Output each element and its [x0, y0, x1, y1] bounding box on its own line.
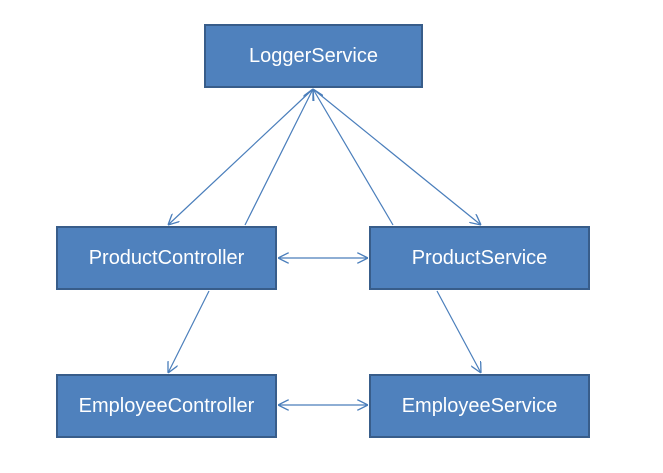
employee-controller-label: EmployeeController	[78, 394, 255, 417]
edge-logger-to-productcontroller	[168, 88, 314, 225]
product-service-node: ProductService	[369, 226, 590, 290]
edge-productservice-to-logger	[313, 89, 394, 226]
product-controller-label: ProductController	[88, 246, 245, 269]
product-controller-node: ProductController	[56, 226, 277, 290]
employee-service-label: EmployeeService	[401, 394, 558, 417]
employee-service-node: EmployeeService	[369, 374, 590, 438]
logger-service-label: LoggerService	[249, 44, 378, 67]
edge-productcontroller-to-employeecontroller	[168, 290, 210, 373]
edge-logger-to-productservice	[312, 88, 481, 225]
logger-service-node: LoggerService	[204, 24, 423, 88]
product-service-label: ProductService	[411, 246, 548, 269]
employee-controller-node: EmployeeController	[56, 374, 277, 438]
edge-productcontroller-to-logger	[244, 89, 313, 226]
edge-productservice-to-employeeservice	[436, 290, 481, 373]
